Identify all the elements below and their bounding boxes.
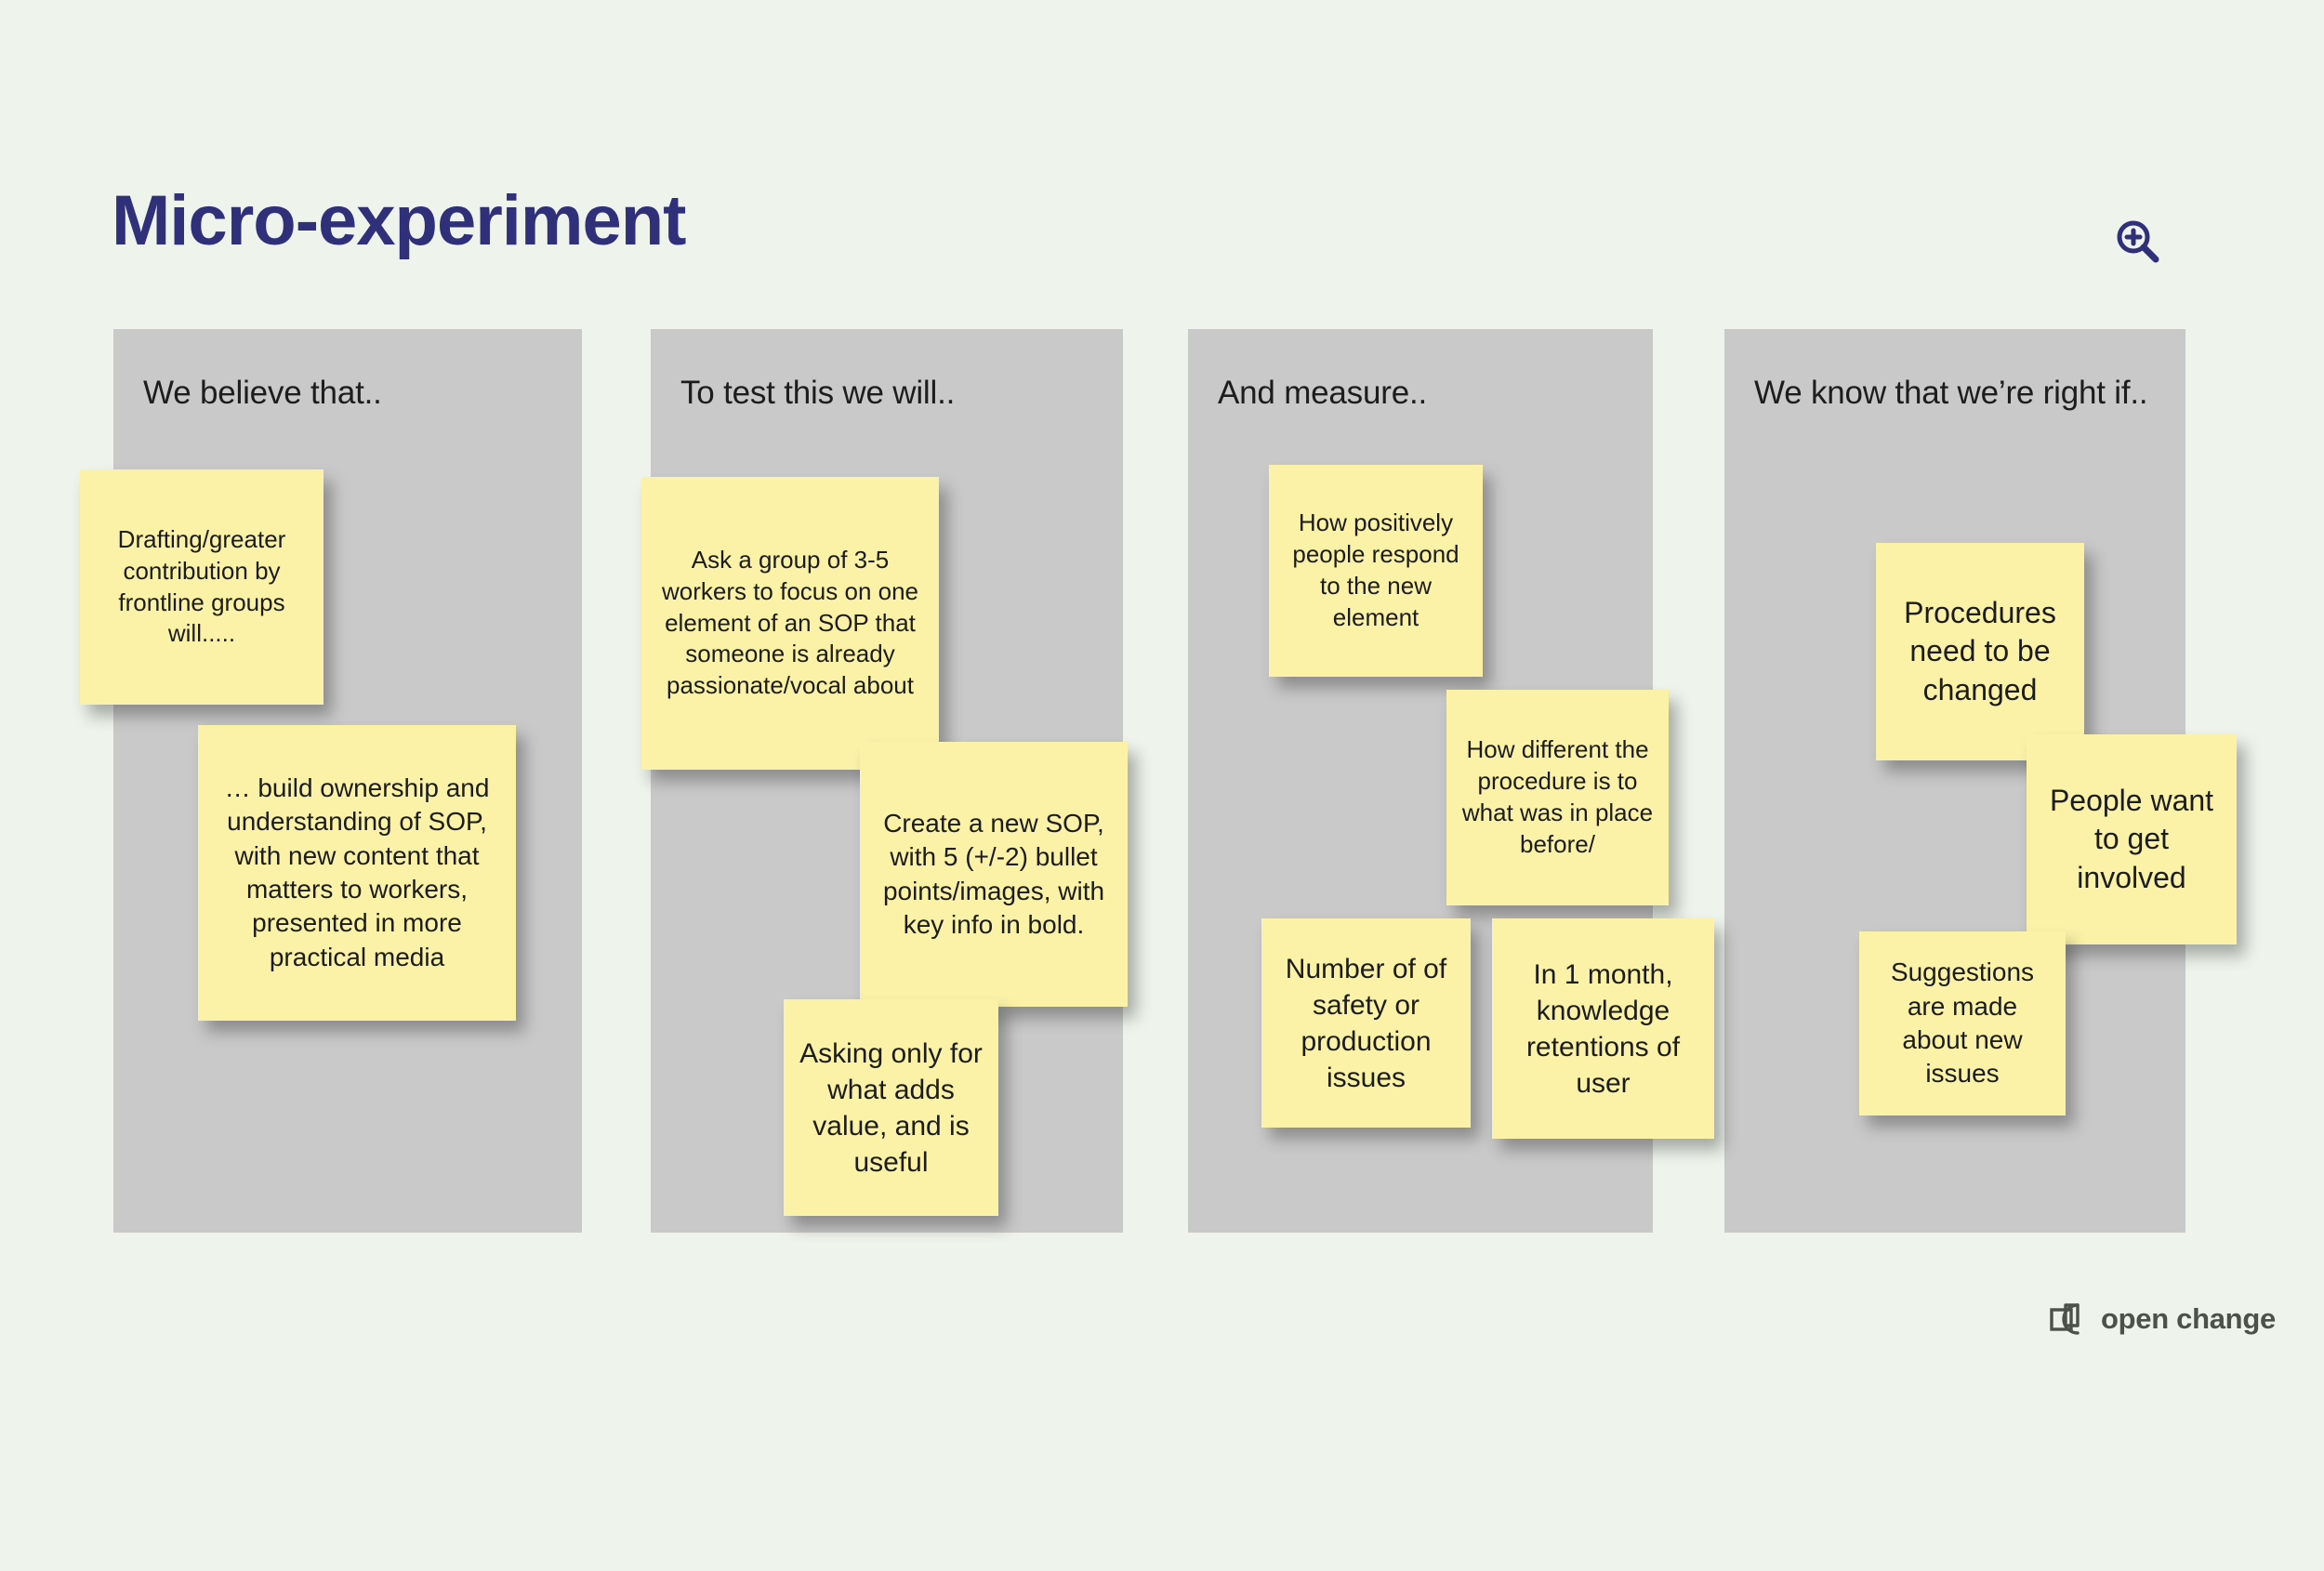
sticky-note[interactable]: … build ownership and understanding of S…: [198, 725, 516, 1021]
sticky-note[interactable]: Asking only for what adds value, and is …: [784, 999, 998, 1216]
sticky-note[interactable]: Drafting/greater contribution by frontli…: [80, 469, 324, 705]
sticky-note[interactable]: Number of of safety or production issues: [1261, 918, 1471, 1128]
sticky-note[interactable]: Suggestions are made about new issues: [1859, 931, 2066, 1116]
sticky-note[interactable]: Procedures need to be changed: [1876, 543, 2084, 760]
column-header-and-measure: And measure..: [1218, 375, 1428, 411]
sticky-note[interactable]: In 1 month, knowledge retentions of user: [1492, 918, 1714, 1139]
column-header-we-believe-that: We believe that..: [143, 375, 382, 411]
brand-logo: open change: [2049, 1300, 2276, 1339]
sticky-note[interactable]: People want to get involved: [2027, 734, 2237, 944]
column-header-to-test-this-we-will: To test this we will..: [680, 375, 956, 411]
column-header-we-know-that-were-right-if: We know that we’re right if..: [1754, 375, 2148, 411]
sticky-note[interactable]: How positively people respond to the new…: [1269, 465, 1483, 677]
sticky-note[interactable]: Ask a group of 3-5 workers to focus on o…: [641, 477, 939, 770]
sticky-note[interactable]: Create a new SOP, with 5 (+/-2) bullet p…: [860, 742, 1128, 1007]
page-title: Micro-experiment: [112, 181, 686, 260]
brand-name: open change: [2101, 1302, 2276, 1335]
sticky-note[interactable]: How different the procedure is to what w…: [1446, 690, 1669, 905]
open-change-logo-icon: [2049, 1300, 2090, 1339]
zoom-in-icon[interactable]: [2112, 216, 2164, 268]
